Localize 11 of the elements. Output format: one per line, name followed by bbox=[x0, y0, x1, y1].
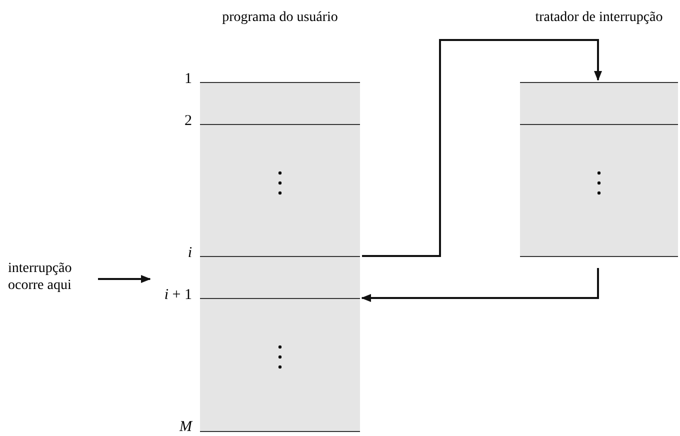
arrow bbox=[361, 268, 599, 302]
arrow bbox=[362, 39, 602, 257]
arrow bbox=[98, 275, 151, 283]
line-number: M bbox=[178, 419, 192, 436]
line-number: 1 bbox=[184, 71, 192, 88]
line-number: i + 1 bbox=[163, 287, 192, 304]
line-number: i bbox=[186, 245, 192, 262]
block-heading: tratador de interrupção bbox=[534, 10, 664, 26]
line-number: 2 bbox=[184, 113, 192, 130]
annotation-text: interrupção ocorre aqui bbox=[8, 260, 103, 294]
block-heading: programa do usuário bbox=[221, 10, 339, 26]
